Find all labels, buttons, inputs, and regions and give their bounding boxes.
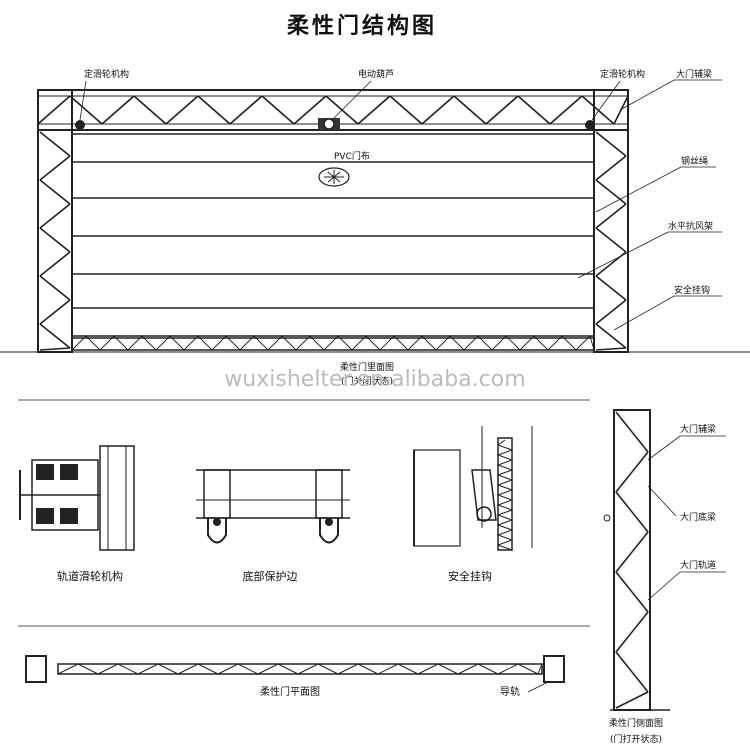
caption-safety-hook: 安全挂钩 xyxy=(448,569,492,583)
label-hoist: 电动葫芦 xyxy=(358,68,394,80)
pulley-wheel-icon xyxy=(36,464,54,480)
side-view-caption: 柔性门侧面图 xyxy=(609,717,663,729)
right-column-bracing xyxy=(595,131,627,351)
front-view-state: (门关闭状态) xyxy=(341,375,393,387)
electric-hoist-icon xyxy=(318,118,340,130)
detail-safety-hook: 安全挂钩 xyxy=(413,426,533,583)
side-label-aux-beam: 大门辅梁 xyxy=(680,423,716,435)
label-guide-rail: 导轨 xyxy=(500,685,520,698)
plan-beam xyxy=(57,663,543,675)
bottom-beam-bracing xyxy=(71,335,595,351)
label-aux-beam: 大门辅梁 xyxy=(676,68,712,80)
side-view: 大门辅梁 大门底梁 大门轨道 柔性门侧面图 (门打开状态) xyxy=(603,409,726,745)
front-view-caption: 柔性门里面图 xyxy=(340,361,394,373)
label-pvc: PVC门布 xyxy=(334,150,370,162)
plan-view-caption: 柔性门平面图 xyxy=(260,685,320,698)
label-wind-frame: 水平抗风架 xyxy=(668,220,713,232)
side-label-track: 大门轨道 xyxy=(680,559,716,571)
pulley-wheel-icon xyxy=(36,508,54,524)
hook-icon xyxy=(476,506,492,522)
guide-rail-left xyxy=(25,655,47,683)
pulley-left-icon xyxy=(75,120,85,130)
pvc-logo-icon xyxy=(318,167,350,187)
caption-bottom-edge: 底部保护边 xyxy=(243,569,298,583)
label-wire-rope: 钢丝绳 xyxy=(681,155,708,167)
door-bottom-beam xyxy=(71,335,595,351)
detail-track-pulley: 轨道滑轮机构 xyxy=(19,445,135,583)
plan-view: 柔性门平面图 导轨 xyxy=(25,655,565,698)
pulley-wheel-icon xyxy=(60,464,78,480)
left-column-bracing xyxy=(39,131,71,351)
front-view: 定滑轮机构 电动葫芦 定滑轮机构 大门辅梁 钢丝绳 水平抗风架 安全挂钩 PVC… xyxy=(0,68,750,387)
side-view-state: (门打开状态) xyxy=(610,733,662,745)
watermark: wuxishelter.en.alibaba.com xyxy=(224,367,525,392)
caption-track-pulley: 轨道滑轮机构 xyxy=(57,569,123,583)
wind-resistant-bars xyxy=(72,161,594,309)
pulley-right-icon xyxy=(585,120,595,130)
label-pulley-left: 定滑轮机构 xyxy=(84,68,129,80)
label-pulley-right: 定滑轮机构 xyxy=(600,68,645,80)
side-label-bottom-beam: 大门底梁 xyxy=(680,511,716,523)
label-safety-hook: 安全挂钩 xyxy=(674,284,710,296)
diagram-title: 柔性门结构图 xyxy=(287,13,437,39)
pulley-wheel-icon xyxy=(60,508,78,524)
guide-rail-right xyxy=(543,655,565,683)
detail-bottom-edge: 底部保护边 xyxy=(196,469,350,583)
